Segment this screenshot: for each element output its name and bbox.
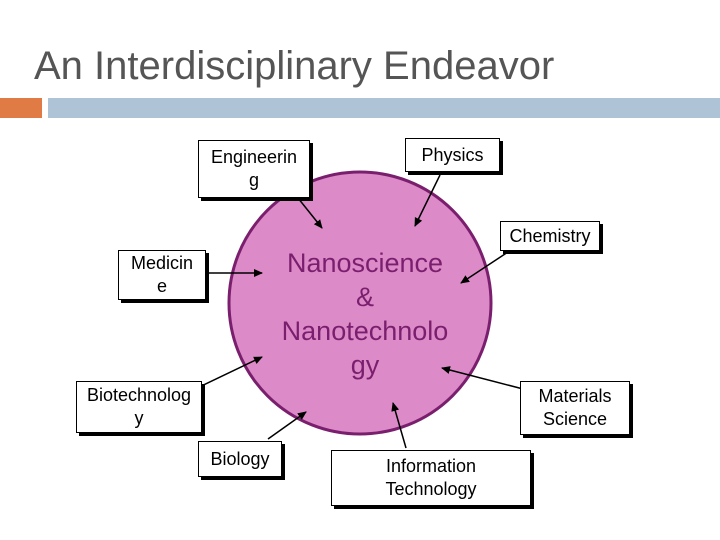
box-information-technology: Information Technology [331,450,531,506]
box-medicine: Medicin e [118,250,206,300]
arrow-information-technology [391,402,407,449]
slide-title: An Interdisciplinary Endeavor [34,44,555,88]
header-bar-gap [42,98,48,118]
box-biology: Biology [198,441,282,477]
box-chemistry: Chemistry [500,221,600,251]
arrow-biotechnology [192,356,263,391]
center-label: Nanoscience & Nanotechnolo gy [281,248,449,380]
nanoscience-circle [227,170,493,436]
arrow-chemistry [460,251,509,284]
box-engineering: Engineerin g [198,140,310,198]
header-bar [48,98,720,118]
header-accent-bar [0,98,42,118]
arrow-materials-science [441,366,528,391]
arrow-biology [267,411,307,440]
box-physics: Physics [405,138,500,172]
box-biotechnology: Biotechnolog y [76,381,202,433]
box-materials-science: Materials Science [520,381,630,435]
arrow-physics [414,174,441,227]
